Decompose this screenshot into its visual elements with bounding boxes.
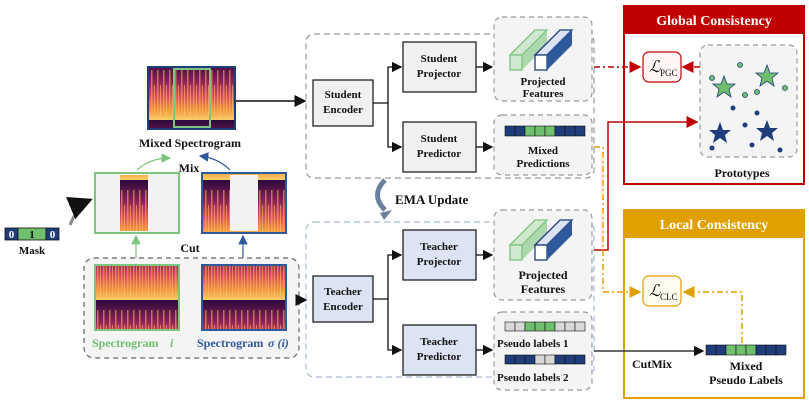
predictions-to-clc: [594, 146, 642, 298]
mask-bit-2: 0: [50, 229, 56, 241]
local-consistency-header: [624, 210, 804, 238]
projected-features-bottom-line1: Projected: [518, 268, 567, 282]
mask-bit-0: 0: [9, 229, 15, 241]
student-projector-line1: Student: [421, 53, 458, 65]
prototypes-label: Prototypes: [714, 166, 769, 180]
projected-features-top-icon: [508, 29, 574, 71]
pseudo-labels-group: [493, 311, 593, 391]
projected-features-top-line2: Features: [523, 88, 564, 100]
mixed-predictions-line1: Mixed: [528, 145, 558, 157]
projected-features-bottom-icon: [508, 219, 574, 261]
student-encoder-line2: Encoder: [323, 104, 363, 116]
ema-arrow-head: [380, 210, 392, 220]
local-consistency-title: Local Consistency: [660, 218, 769, 233]
mask-label: Mask: [19, 245, 46, 257]
spectrogram-i-label: Spectrogram: [92, 336, 158, 350]
mask-bit-1: 1: [29, 229, 35, 241]
spectrogram-sigma-label: Spectrogram: [197, 336, 263, 350]
teacher-encoder-line2: Encoder: [323, 301, 363, 313]
student-predictor-box: [402, 121, 477, 173]
pseudo-labels-2-label: Pseudo labels 2: [497, 372, 569, 384]
cutmix-label: CutMix: [632, 357, 672, 371]
loss-clc-box: [642, 275, 682, 307]
mixed-pseudo-labels-line1: Mixed: [730, 359, 763, 373]
projected-features-top-line1: Projected: [521, 76, 566, 88]
teacher-projector-line1: Teacher: [420, 241, 458, 253]
teacher-encoder-line1: Teacher: [324, 286, 362, 298]
loss-clc-subscript: CLC: [660, 292, 678, 302]
mix-label: Mix: [179, 161, 200, 175]
loss-pgc-symbol: ℒ: [649, 59, 661, 76]
student-encoder-line1: Student: [325, 89, 362, 101]
global-consistency-header: [624, 6, 804, 34]
cut-label: Cut: [180, 241, 199, 255]
mask-cell-2: [45, 227, 60, 241]
mixed-pseudo-to-clc: [682, 286, 743, 343]
ema-update-label: EMA Update: [395, 192, 469, 207]
mixed-spectrogram: Mixed Spectrogram: [139, 66, 241, 150]
mixed-predictions-line2: Predictions: [517, 158, 571, 170]
student-enc-to-pred: [387, 103, 403, 153]
teacher-enc-to-pred: [387, 299, 403, 356]
loss-pgc-box: [642, 51, 682, 83]
student-enc-to-proj: [373, 61, 403, 104]
spectrogram-sigma-var: σ (i): [268, 336, 289, 350]
spectrogram-i-var: i: [170, 336, 174, 350]
projected-features-bottom-line2: Features: [521, 282, 566, 296]
cut-spectrogram-i: [94, 172, 180, 234]
prototypes-points: [709, 62, 788, 153]
pseudo-labels-1-bar: [504, 321, 586, 332]
spectrogram-i: [94, 264, 180, 331]
mix-arrow-green: [136, 153, 172, 171]
loss-pgc-subscript: PGC: [660, 68, 678, 78]
teacher-encoder-box: [312, 275, 374, 323]
teacher-predictor-line2: Predictor: [417, 351, 462, 363]
mixed-predictions-bar: [504, 125, 586, 137]
teacher-group: [305, 221, 595, 378]
spectrogram-sigma: [201, 264, 287, 331]
student-predictor-line2: Predictor: [417, 148, 462, 160]
mixed-pseudo-labels-line2: Pseudo Labels: [709, 373, 783, 387]
teacher-enc-to-proj: [373, 249, 403, 300]
teacher-projector-box: [402, 229, 477, 281]
pseudo-labels-2-bar: [504, 354, 586, 365]
student-group: [305, 33, 595, 179]
mask-arrow: [65, 197, 93, 226]
ema-arrow: [375, 178, 387, 212]
teacher-predictor-line1: Teacher: [420, 336, 458, 348]
cut-spectrogram-sigma: [201, 172, 287, 234]
global-consistency-title: Global Consistency: [656, 14, 772, 29]
student-predictor-line1: Student: [421, 133, 458, 145]
mixed-spectrogram-label: Mixed Spectrogram: [139, 136, 241, 150]
student-projector-box: [402, 41, 477, 93]
student-encoder-box: [312, 79, 374, 127]
student-projector-line2: Projector: [417, 68, 461, 80]
mix-arrow-blue: [198, 152, 231, 171]
mixed-pseudo-labels-bar: [705, 344, 787, 356]
pseudo-labels-1-label: Pseudo labels 1: [497, 338, 569, 350]
loss-clc-symbol: ℒ: [649, 283, 661, 300]
teacher-predictor-box: [402, 324, 477, 376]
teacher-projector-line2: Projector: [417, 256, 461, 268]
teacher-features-to-prototypes: [594, 116, 699, 251]
mask: 0 1 0 Mask: [4, 227, 60, 257]
